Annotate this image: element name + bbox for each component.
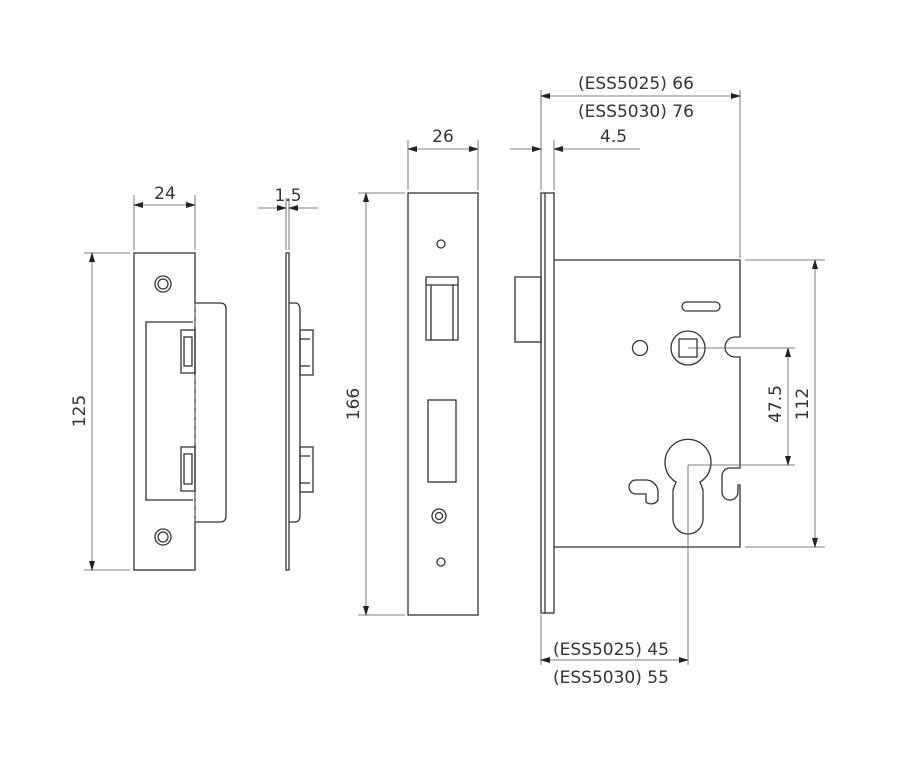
dimension-case-height: 112 bbox=[745, 259, 825, 548]
strike-plate-front bbox=[133, 252, 227, 571]
lock-forend-front bbox=[407, 192, 479, 616]
deadbolt bbox=[427, 399, 457, 483]
dimension-label: (ESS5025) 45 bbox=[553, 640, 669, 660]
lock-body-side bbox=[514, 90, 795, 665]
dimension-forend-height: 166 bbox=[344, 192, 405, 616]
screw-hole-icon bbox=[154, 275, 172, 293]
dimension-label: 24 bbox=[154, 184, 176, 204]
dimension-case-backset: (ESS5025) 66 (ESS5030) 76 bbox=[540, 74, 741, 122]
dimension-backset: (ESS5025) 45 (ESS5030) 55 bbox=[540, 640, 689, 688]
dimension-strike-height: 125 bbox=[70, 252, 130, 571]
screw-hole-icon bbox=[154, 528, 172, 546]
dimension-forend-width: 26 bbox=[407, 127, 479, 190]
dimension-forend-thickness: 4.5 bbox=[510, 127, 640, 152]
dimension-label: 47.5 bbox=[766, 385, 786, 423]
dimension-strike-width: 24 bbox=[133, 184, 196, 250]
latch-bolt bbox=[514, 276, 542, 343]
dimension-label: 125 bbox=[70, 395, 90, 427]
dimension-centres: 47.5 bbox=[766, 347, 791, 466]
dimension-label: (ESS5030) 76 bbox=[578, 102, 694, 122]
dimension-label: (ESS5030) 55 bbox=[553, 668, 669, 688]
dimension-label: 112 bbox=[793, 388, 813, 420]
dimension-label: (ESS5025) 66 bbox=[578, 74, 694, 94]
euro-cylinder-hole bbox=[664, 438, 712, 535]
latch-bolt bbox=[425, 276, 459, 341]
strike-plate-side bbox=[285, 252, 314, 571]
dimension-label: 26 bbox=[432, 127, 454, 147]
dimension-label: 1.5 bbox=[274, 186, 301, 206]
dimension-strike-thickness: 1.5 bbox=[258, 186, 318, 250]
dimension-label: 166 bbox=[344, 388, 364, 420]
dimension-label: 4.5 bbox=[600, 127, 627, 147]
